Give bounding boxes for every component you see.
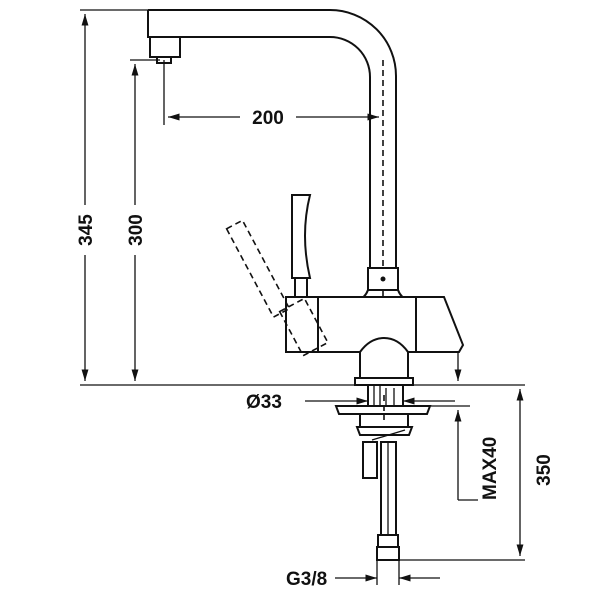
label-diameter: Ø33: [246, 392, 282, 413]
mounting-assembly: [334, 384, 432, 561]
dimension-thread: G3/8: [286, 560, 440, 590]
label-345: 345: [76, 214, 97, 246]
dimension-345: 345: [74, 9, 148, 381]
dimension-diameter: Ø33: [246, 392, 455, 413]
dimension-350: 350: [399, 389, 555, 561]
label-300: 300: [126, 214, 147, 246]
dimension-max40: MAX40: [430, 352, 501, 501]
label-200: 200: [252, 108, 284, 129]
spout: [147, 9, 397, 300]
label-thread: G3/8: [286, 569, 327, 590]
faucet-body: [285, 296, 465, 386]
dimension-200: 200: [163, 60, 379, 129]
label-350: 350: [534, 454, 555, 486]
label-max40: MAX40: [480, 437, 501, 500]
dimension-300: 300: [124, 59, 160, 381]
